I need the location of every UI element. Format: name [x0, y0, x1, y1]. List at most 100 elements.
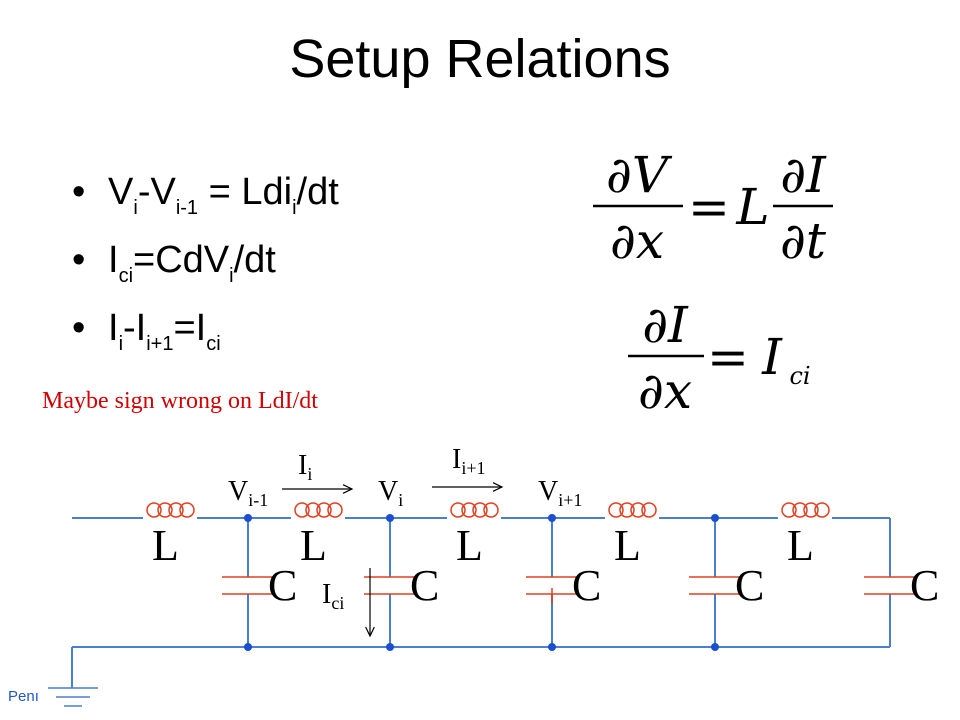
inductor-coil-loop [814, 502, 830, 518]
inductor-2 [291, 502, 345, 526]
text-run: /dt [233, 239, 276, 281]
eq1-denominator-right: ∂t [780, 212, 827, 270]
node-dot-bottom-1 [244, 643, 252, 651]
eq1-numerator-left: ∂V [606, 146, 673, 204]
text-run: /dt [296, 171, 339, 213]
inductor-label: L [456, 521, 483, 570]
text-run: I [108, 307, 119, 349]
subscript: ci [206, 333, 221, 355]
bullet-glyph: • [72, 171, 86, 213]
subscript: i-1 [175, 197, 199, 219]
inductor-coil-loop [483, 502, 499, 518]
inductor-coil-loop [168, 502, 184, 518]
inductor-coil-loop [294, 502, 310, 518]
inductor-coil-loop [792, 502, 808, 518]
current-label-sub: ci [331, 593, 344, 613]
inductor-coil-loop [630, 502, 646, 518]
inductor-label: L [300, 521, 327, 570]
text-run: =I [173, 307, 207, 349]
subscript: i [229, 265, 234, 287]
inductor-coil-loop [641, 502, 657, 518]
node-label-v-next: Vi+1 [538, 476, 582, 510]
inductor-coil-loop [781, 502, 797, 518]
inductor-coil-loop [146, 502, 162, 518]
subscript: i [292, 197, 297, 219]
inductor-coil-loop [472, 502, 488, 518]
node-label-v-prev: Vi-1 [228, 476, 268, 510]
inductor-group [143, 502, 832, 526]
arrow-current-ci [365, 568, 375, 638]
inductor-coil-loop [327, 502, 343, 518]
current-label-main: I [298, 450, 307, 481]
inductor-coil-loop [157, 502, 173, 518]
capacitor-group [222, 518, 916, 647]
capacitor-3 [526, 518, 578, 647]
inductor-coil-loop [608, 502, 624, 518]
node-label-sub: i [398, 490, 403, 510]
inductor-gap [143, 510, 197, 526]
inductor-gap [778, 510, 832, 526]
eq2-numerator: ∂I [642, 296, 689, 354]
current-label-sub: i [307, 464, 312, 484]
eq1-numerator-right: ∂I [780, 146, 827, 204]
equation-wave-voltage: ∂V ∂x = L ∂I ∂t [593, 146, 833, 270]
text-run: = Ldi [198, 171, 293, 213]
footer-text: Penı [8, 688, 39, 705]
eq1-equals: = [688, 178, 730, 236]
node-dot-bottom-4 [711, 643, 719, 651]
current-label-main: I [322, 579, 331, 610]
capacitor-label: C [910, 561, 939, 610]
slide-title: Setup Relations [289, 29, 671, 89]
inductor-3 [447, 502, 501, 526]
inductor-1 [143, 502, 197, 526]
node-dot-bottom-3 [548, 643, 556, 651]
text-run: -I [123, 307, 147, 349]
inductor-label: L [152, 521, 179, 570]
eq2-rhs: I [761, 328, 783, 386]
node-dots [244, 514, 719, 651]
current-label-i-next: Ii+1 [452, 444, 485, 478]
node-dot-top-4 [711, 514, 719, 522]
capacitor-label: C [572, 561, 601, 610]
subscript: ci [118, 265, 134, 287]
capacitor-label: C [268, 561, 297, 610]
inductor-coil-loop [803, 502, 819, 518]
bullet-item-3: • Ii-Ii+1=Ici [72, 294, 339, 362]
text-run: -V [137, 171, 176, 213]
inductor-5 [778, 502, 832, 526]
current-label-ici: Ici [322, 579, 344, 613]
subscript: i [133, 197, 138, 219]
arrow-head [365, 626, 375, 638]
inductor-gap [605, 510, 659, 526]
bullet-text: Vi-Vi-1 = Ldii/dt [108, 171, 339, 218]
bullet-text: Ii-Ii+1=Ici [108, 307, 221, 354]
capacitor-4 [689, 518, 741, 647]
eq1-denominator-left: ∂x [610, 212, 664, 270]
capacitor-2 [364, 518, 416, 647]
inductor-gap [447, 510, 501, 526]
current-arrows [282, 482, 504, 638]
node-label-main: V [538, 476, 558, 507]
sign-warning-note: Maybe sign wrong on LdI/dt [42, 388, 318, 414]
current-label-sub: i+1 [461, 458, 485, 478]
bullet-glyph: • [72, 307, 86, 349]
subscript: i [118, 333, 124, 355]
inductor-coil-loop [450, 502, 466, 518]
bullet-text: Ici=CdVi/dt [108, 239, 276, 286]
inductor-coil-loop [305, 502, 321, 518]
text-run: V [108, 171, 134, 213]
inductor-coil-loop [316, 502, 332, 518]
capacitor-1 [222, 518, 274, 647]
node-dot-top-3 [548, 514, 556, 522]
inductor-coil-loop [461, 502, 477, 518]
eq2-equals: = [707, 328, 749, 386]
inductor-label: L [787, 521, 814, 570]
node-label-sub: i-1 [248, 490, 268, 510]
node-dot-bottom-2 [386, 643, 394, 651]
current-label-main: I [452, 444, 461, 475]
inductor-coil-loop [179, 502, 195, 518]
eq2-denominator: ∂x [638, 362, 692, 420]
equation-wave-current: ∂I ∂x = I ci [628, 296, 811, 420]
node-label-main: V [228, 476, 248, 507]
